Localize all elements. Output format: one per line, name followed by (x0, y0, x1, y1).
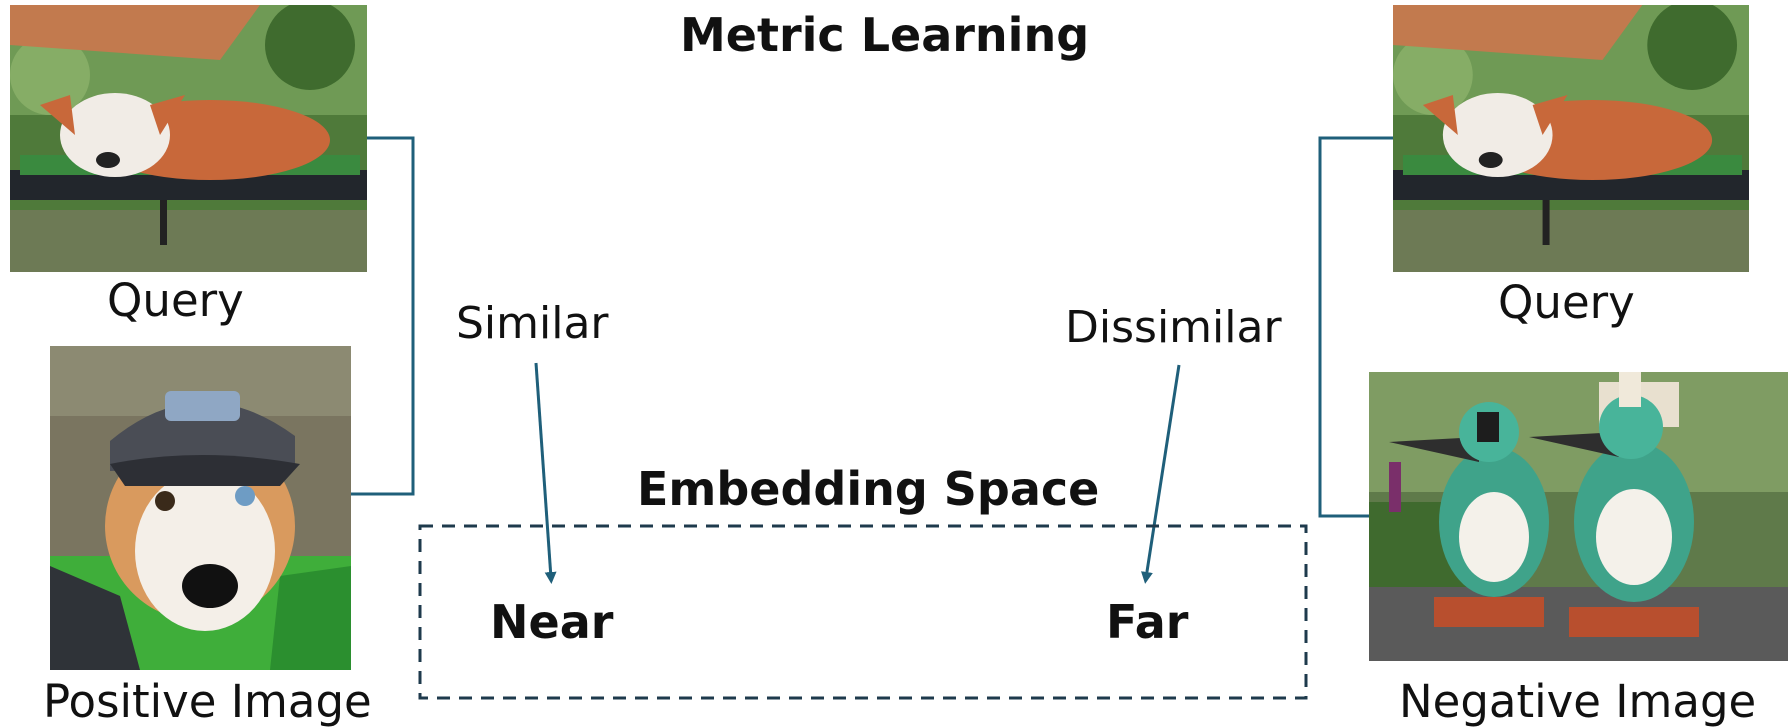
diagram-title: Metric Learning (680, 8, 1090, 62)
embedding-space-box (418, 524, 1308, 700)
right-query-caption: Query (1498, 276, 1635, 329)
near-label: Near (490, 595, 614, 649)
similar-label: Similar (456, 298, 609, 349)
right-query-image (1393, 5, 1749, 272)
embedding-space-title: Embedding Space (637, 462, 1100, 516)
positive-image (50, 346, 351, 670)
positive-image-caption: Positive Image (43, 675, 372, 728)
dissimilar-label: Dissimilar (1065, 302, 1282, 353)
left-query-caption: Query (107, 274, 244, 327)
negative-image (1369, 372, 1788, 661)
left-bracket-connector (350, 136, 415, 496)
right-bracket-connector (1318, 136, 1393, 518)
dissimilar-arrow (1140, 364, 1181, 584)
negative-image-caption: Negative Image (1399, 675, 1757, 728)
left-query-image (10, 5, 367, 272)
similar-arrow (534, 362, 557, 584)
far-label: Far (1106, 595, 1189, 649)
